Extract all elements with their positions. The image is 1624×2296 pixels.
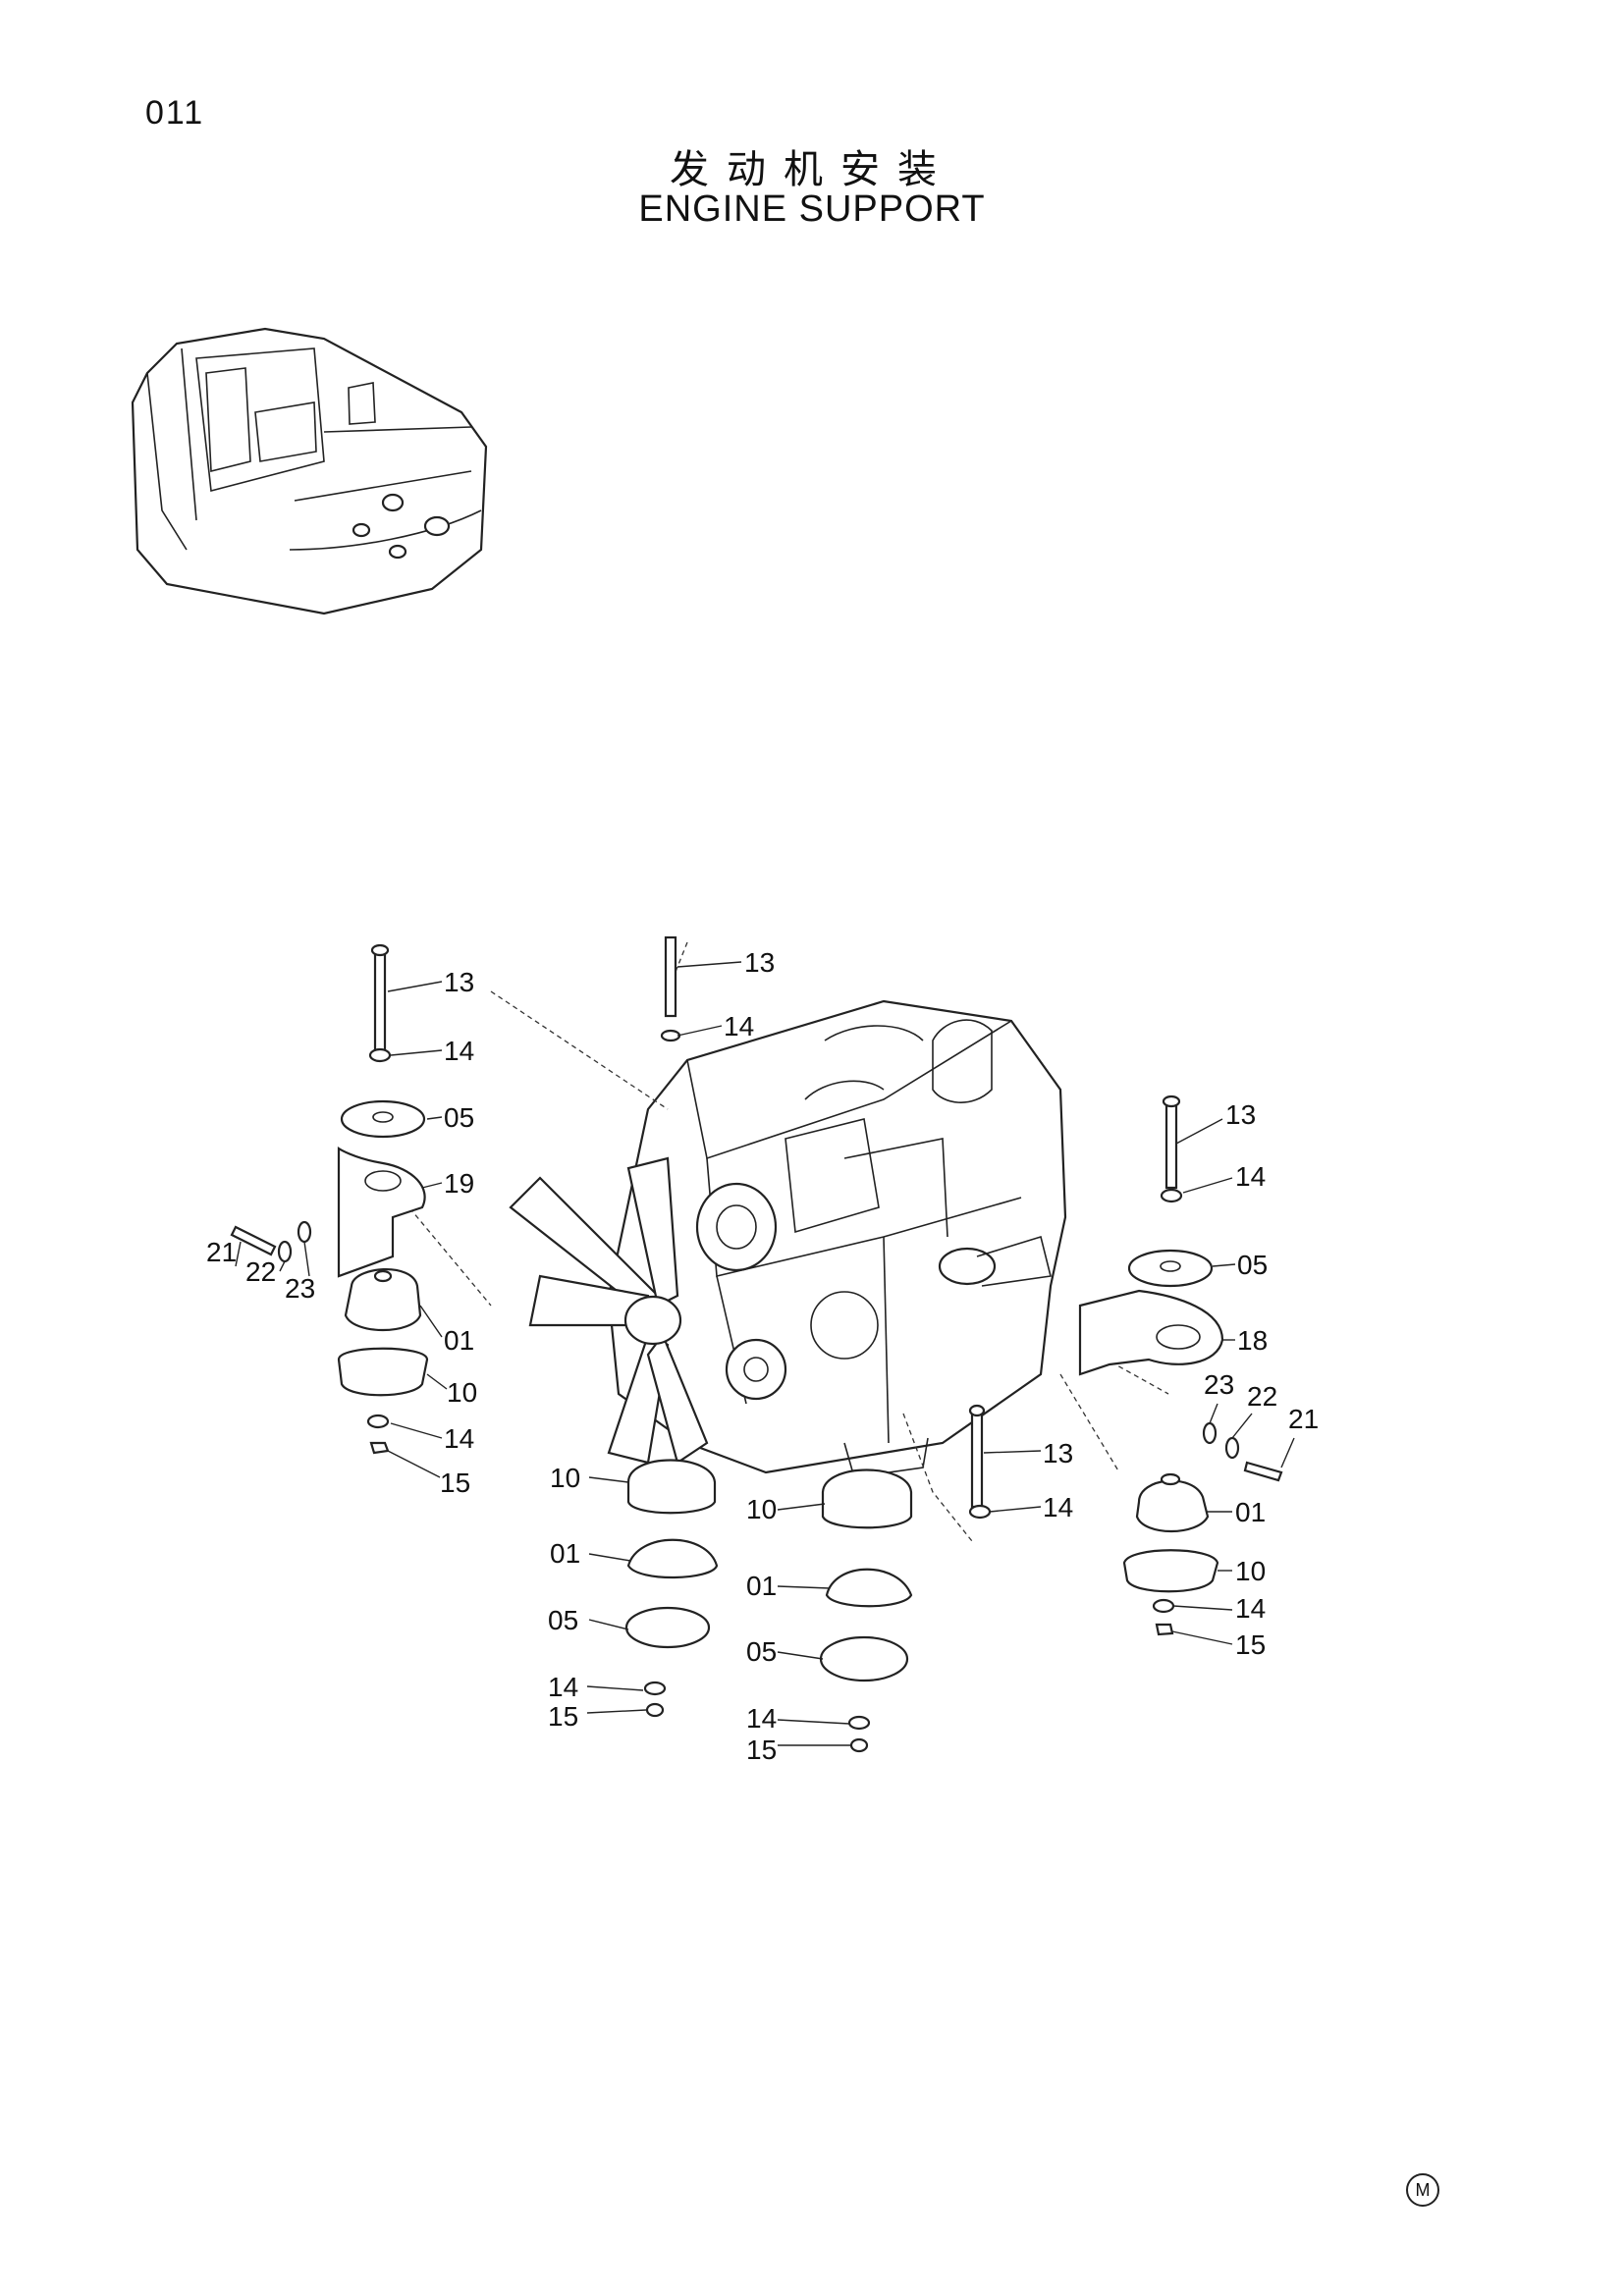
callout-14: 14	[444, 1423, 474, 1454]
callout-13: 13	[1043, 1438, 1073, 1468]
callout-14: 14	[724, 1011, 754, 1041]
callout-14: 14	[1043, 1492, 1073, 1522]
callout-01: 01	[746, 1571, 777, 1601]
callout-13: 13	[444, 967, 474, 997]
callout-21: 21	[1288, 1404, 1319, 1434]
callout-05: 05	[746, 1636, 777, 1667]
engine-icon	[607, 999, 1067, 1478]
callout-15: 15	[440, 1468, 470, 1498]
callout-10: 10	[447, 1377, 477, 1408]
callout-10: 10	[550, 1463, 580, 1493]
callout-15: 15	[746, 1735, 777, 1765]
callout-15: 15	[1235, 1629, 1266, 1660]
callout-14: 14	[1235, 1161, 1266, 1192]
callout-22: 22	[1247, 1381, 1277, 1412]
callout-labels: 13 14 05 19 21 22 23 01 10 14 15 13 14 1…	[206, 947, 1319, 1765]
callout-01: 01	[1235, 1497, 1266, 1527]
fan-icon	[509, 1156, 709, 1465]
callout-23: 23	[285, 1273, 315, 1304]
callout-01: 01	[444, 1325, 474, 1356]
right-mount-stack	[1078, 1095, 1283, 1636]
callout-18: 18	[1237, 1325, 1268, 1356]
callout-14: 14	[1235, 1593, 1266, 1624]
leader-lines	[235, 961, 1295, 1746]
right-front-bolt	[968, 1404, 992, 1520]
callout-10: 10	[1235, 1556, 1266, 1586]
callout-21: 21	[206, 1237, 237, 1267]
callout-05: 05	[444, 1102, 474, 1133]
callout-10: 10	[746, 1494, 777, 1524]
callout-23: 23	[1204, 1369, 1234, 1400]
callout-13: 13	[1225, 1099, 1256, 1130]
circled-m-mark: M	[1406, 2173, 1439, 2207]
title-chinese: 发动机安装	[670, 148, 954, 191]
title-english: ENGINE SUPPORT	[638, 188, 986, 230]
excavator-locator-icon	[131, 327, 488, 615]
callout-05: 05	[548, 1605, 578, 1635]
left-mount-stack	[230, 943, 429, 1455]
callout-13: 13	[744, 947, 775, 978]
callout-05: 05	[1237, 1250, 1268, 1280]
callout-14: 14	[444, 1036, 474, 1066]
callout-14: 14	[548, 1672, 578, 1702]
callout-15: 15	[548, 1701, 578, 1732]
center-mount-stack	[819, 1468, 913, 1753]
callout-19: 19	[444, 1168, 474, 1199]
page-number: 011	[145, 94, 205, 132]
front-left-mount-stack	[624, 935, 719, 1718]
callout-14: 14	[746, 1703, 777, 1734]
callout-22: 22	[245, 1256, 276, 1287]
callout-01: 01	[550, 1538, 580, 1569]
